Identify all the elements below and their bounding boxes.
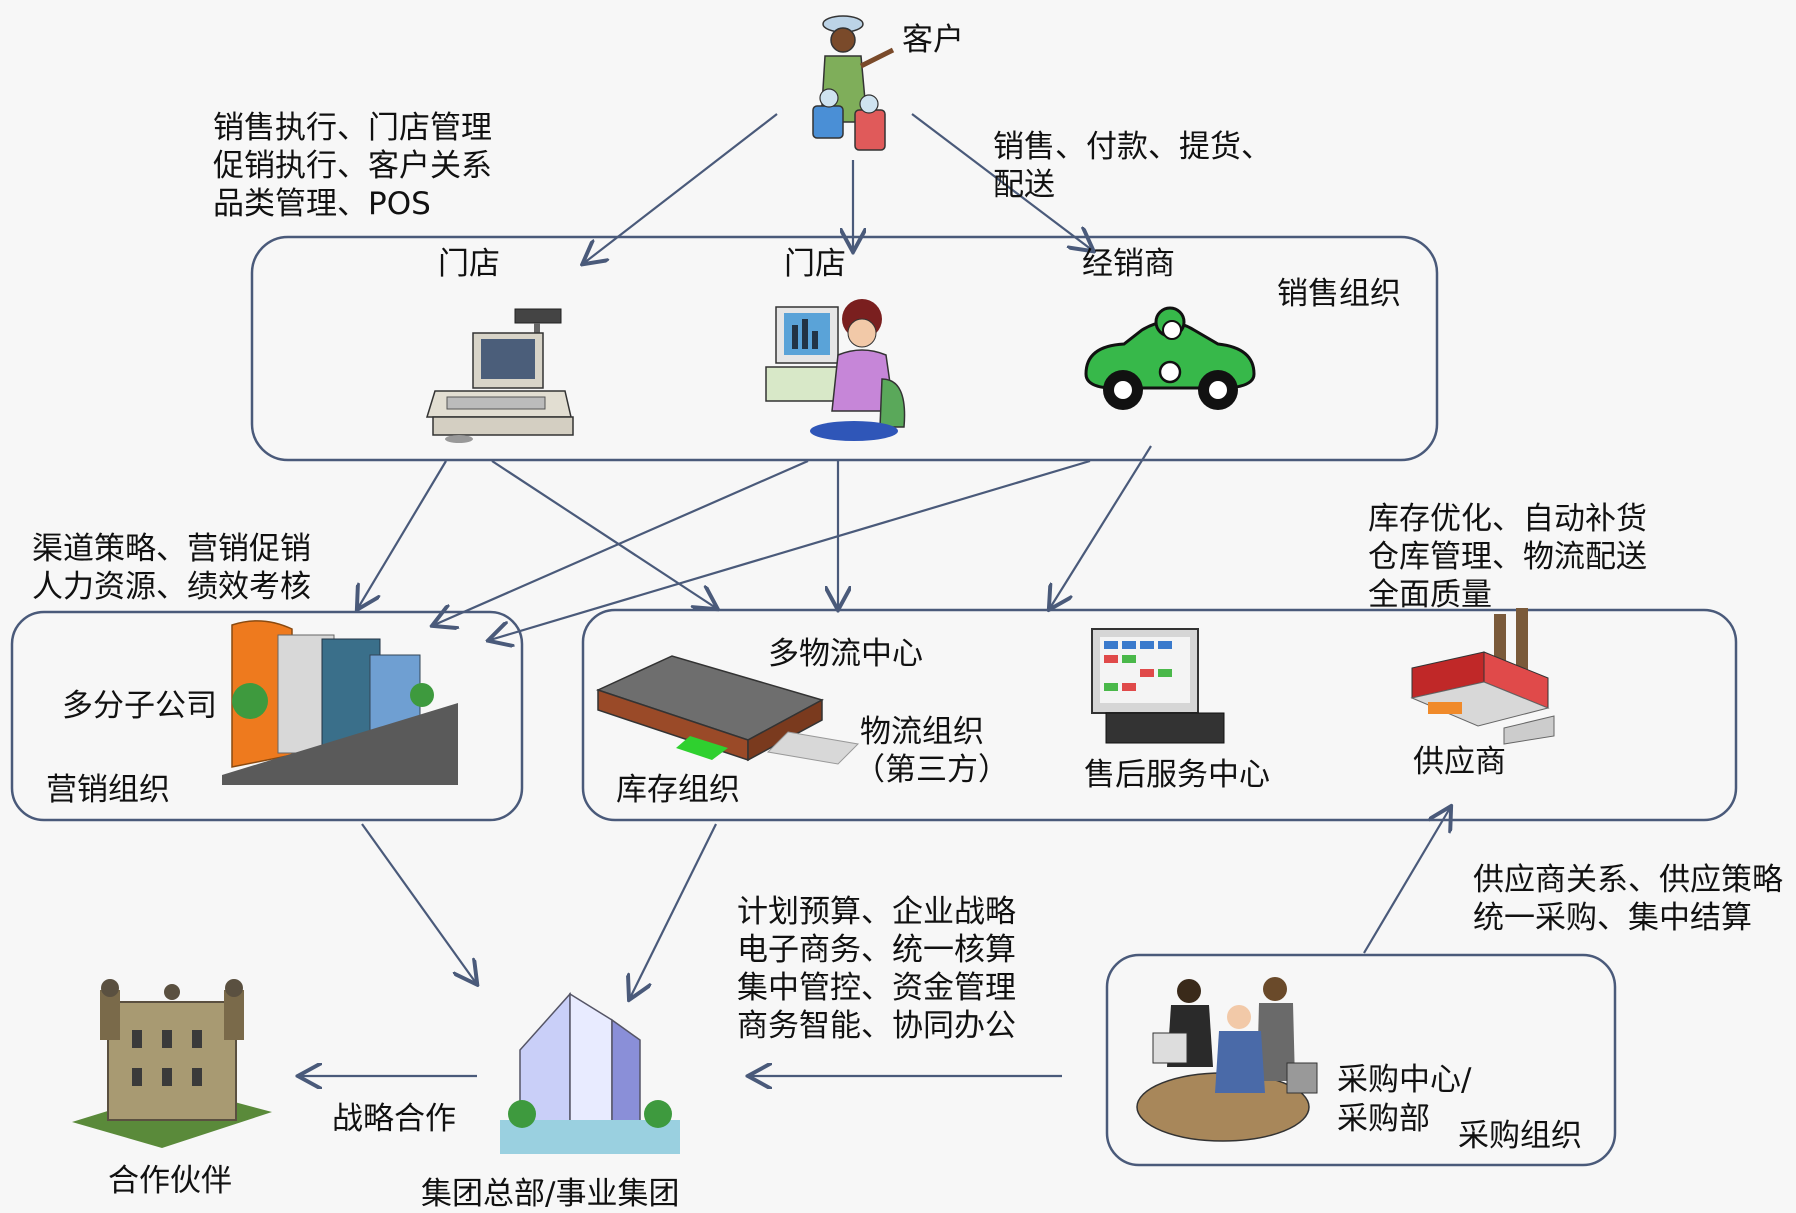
operator-computer-icon <box>765 299 906 441</box>
supplier-functions-note: 供应商关系、供应策略 统一采购、集中结算 <box>1473 862 1783 936</box>
group-functions-note: 计划预算、企业战略 电子商务、统一核算 集中管控、资金管理 商务智能、协同办公 <box>737 894 1016 1044</box>
arrow-store2-marketing <box>434 459 809 625</box>
arrow-dealer-logistics <box>1050 445 1152 608</box>
store-functions-note: 销售执行、门店管理 促销执行、客户关系 品类管理、POS <box>213 110 492 222</box>
marketing-functions-note: 渠道策略、营销促销 人力资源、绩效考核 <box>32 531 311 605</box>
sales-org-label: 销售组织 <box>1277 276 1401 312</box>
logistics-functions-note: 库存优化、自动补货 仓库管理、物流配送 全面质量 <box>1368 501 1647 613</box>
logistics-org-box <box>581 608 1738 822</box>
castle-icon <box>72 979 272 1148</box>
service-terminal-icon <box>1091 628 1225 744</box>
customer-label: 客户 <box>902 22 964 58</box>
subsidiaries-label: 多分子公司 <box>62 688 217 724</box>
arrow-store1-marketing <box>358 460 447 608</box>
arrow-dealer-marketing <box>490 459 1091 640</box>
logistics-org-third-party-label: （第三方） <box>854 752 1009 788</box>
marketing-org-label: 营销组织 <box>46 772 170 808</box>
dealer-functions-note: 销售、付款、提货、 配送 <box>993 129 1272 203</box>
store1-label: 门店 <box>438 246 500 282</box>
supplier-label: 供应商 <box>1413 744 1506 780</box>
marketing-org-box <box>10 610 524 822</box>
purchasing-center-label: 采购中心/ <box>1337 1062 1472 1098</box>
arrow-logistics-hq <box>630 823 717 998</box>
inventory-org-label: 库存组织 <box>616 772 740 808</box>
store2-label: 门店 <box>784 246 846 282</box>
factory-icon <box>1410 608 1555 745</box>
purchasing-org-box <box>1105 953 1617 1167</box>
purchasing-org-label: 采购组织 <box>1458 1118 1582 1154</box>
arrow-customer-dealer <box>911 113 1092 250</box>
arrow-customer-store1 <box>584 113 778 263</box>
warehouse-icon <box>595 655 860 765</box>
race-car-icon <box>1084 306 1256 410</box>
logistics-center-label: 多物流中心 <box>768 636 923 672</box>
strategic-cooperation-label: 战略合作 <box>332 1101 456 1137</box>
logistics-org-label: 物流组织 <box>860 714 984 750</box>
arrow-marketing-hq <box>361 823 476 983</box>
partner-label: 合作伙伴 <box>108 1163 232 1199</box>
purchasing-dept-label: 采购部 <box>1337 1101 1430 1137</box>
after-sales-label: 售后服务中心 <box>1084 757 1270 793</box>
office-building-icon <box>222 620 458 785</box>
headquarters-building-icon <box>500 992 680 1154</box>
meeting-team-icon <box>1136 977 1318 1142</box>
group-hq-label: 集团总部/事业集团 <box>421 1176 680 1212</box>
arrow-purchasing-supplier <box>1363 808 1450 954</box>
pos-terminal-icon <box>425 308 574 443</box>
dealer-label: 经销商 <box>1082 246 1175 282</box>
customer-icon <box>812 15 895 151</box>
